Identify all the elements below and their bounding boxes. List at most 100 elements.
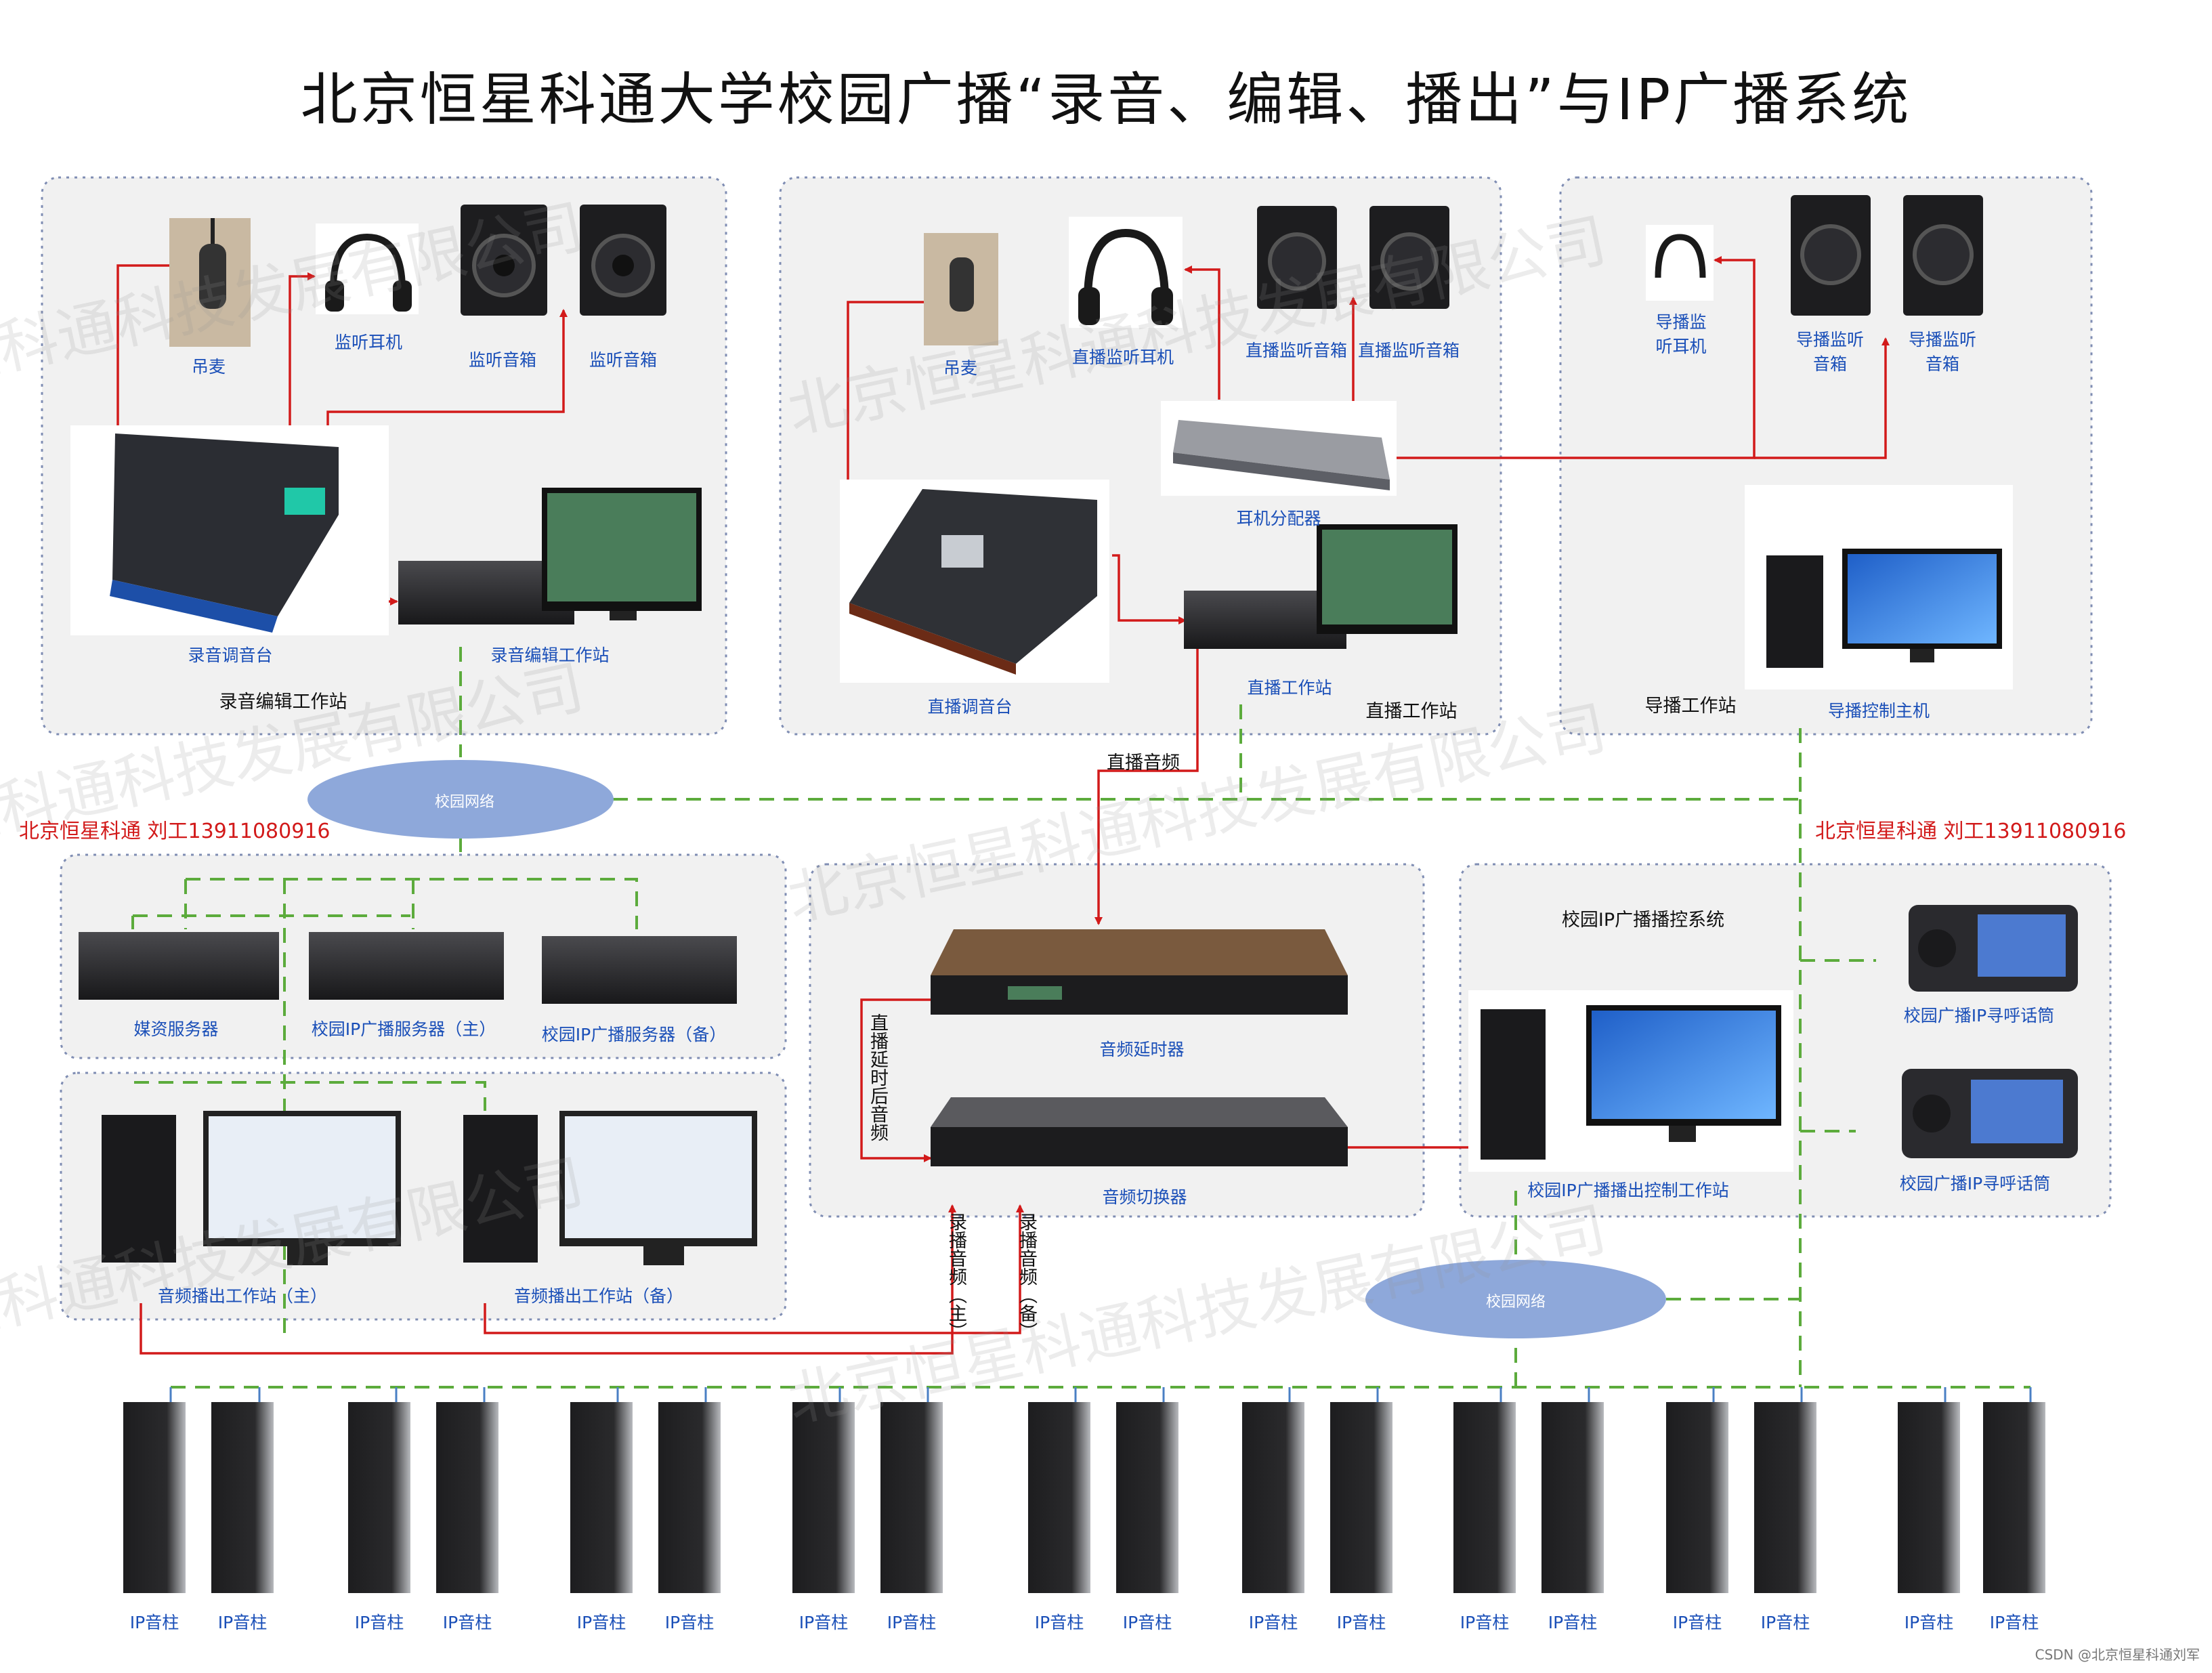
ip-server-backup-image (542, 936, 737, 1004)
section-director-title: 导播工作站 (1644, 696, 1737, 717)
label-audio-delay: 音频延时器 (1099, 1040, 1185, 1059)
label-monitor-headphone: 监听耳机 (334, 333, 403, 352)
speaker-18 (1983, 1402, 2045, 1593)
speaker-label-01: IP音柱 (129, 1613, 179, 1632)
speaker-02 (211, 1402, 274, 1593)
campus-network-cloud-1 (307, 760, 614, 839)
sig-live-mixer-to-ws (1112, 554, 1187, 624)
playout-main-image (102, 1111, 401, 1265)
label-director-host: 导播控制主机 (1827, 701, 1930, 721)
label-playout-backup: 音频播出工作站（备） (513, 1286, 684, 1306)
sig-delay-to-switch (860, 998, 932, 1162)
net-speaker-bus (171, 1323, 2030, 1389)
label-paging-mic-2: 校园广播IP寻呼话筒 (1899, 1174, 2051, 1193)
label-live-speaker-1: 直播监听音箱 (1245, 341, 1348, 360)
ip-control-ws-image (1468, 990, 1793, 1172)
director-host-image (1745, 485, 2013, 690)
label-rec-backup: 录播音频（备） (1016, 1212, 1037, 1340)
csdn-credit: CSDN @北京恒星科通刘军 (2035, 1647, 2200, 1663)
net-speaker-drops (169, 1387, 2032, 1402)
headphone-distributor-image (1161, 401, 1397, 496)
label-director-headphone: 导播监听耳机 (1655, 312, 1707, 356)
speaker-label-18: IP音柱 (1989, 1613, 2039, 1632)
sig-distributor-to-director-spk (1754, 337, 1890, 459)
label-ip-server-main: 校园IP广播服务器（主） (311, 1019, 496, 1039)
label-director-speaker-2: 导播监听音箱 (1909, 330, 1977, 374)
sig-mixer-to-headphone (289, 272, 316, 452)
speaker-16 (1754, 1402, 1816, 1593)
campus-network-cloud-2 (1365, 1260, 1666, 1338)
speaker-label-14: IP音柱 (1548, 1613, 1598, 1632)
label-live-audio: 直播音频 (1107, 753, 1180, 774)
net-paging (1800, 959, 1876, 1132)
section-live-title: 直播工作站 (1365, 701, 1458, 722)
audio-switcher-image (931, 1097, 1348, 1166)
live-workstation-image (1184, 524, 1458, 649)
label-boom-mic-1: 吊麦 (191, 357, 226, 377)
label-delayed-audio: 直播延时后音频 (867, 1013, 888, 1141)
page-title: 北京恒星科通大学校园广播“录音、编辑、播出”与IP广播系统 (300, 66, 1912, 133)
speaker-label-15: IP音柱 (1672, 1613, 1722, 1632)
label-rec-main: 录播音频（主） (945, 1212, 966, 1340)
speaker-03 (348, 1402, 410, 1593)
speaker-12 (1330, 1402, 1392, 1593)
label-live-speaker-2: 直播监听音箱 (1357, 341, 1460, 360)
monitor-speaker-2-image (580, 205, 666, 316)
director-speaker-2-image (1903, 195, 1983, 316)
label-audio-switcher: 音频切换器 (1102, 1187, 1187, 1207)
speaker-13 (1453, 1402, 1516, 1593)
ip-server-main-image (309, 932, 504, 1000)
boom-mic-2-image (924, 233, 998, 345)
speaker-label-05: IP音柱 (576, 1613, 626, 1632)
monitor-speaker-1-image (461, 205, 547, 316)
section-recording-title: 录音编辑工作站 (219, 692, 347, 713)
sig-distributor-to-director-hp (1391, 256, 1756, 459)
boom-mic-1-image (169, 218, 251, 347)
sig-playout-backup-to-switch (484, 1204, 1024, 1334)
speaker-07 (792, 1402, 855, 1593)
label-paging-mic-1: 校园广播IP寻呼话筒 (1903, 1006, 2055, 1025)
label-recording-mixer: 录音调音台 (188, 645, 273, 665)
label-live-workstation: 直播工作站 (1247, 678, 1332, 698)
sig-live-audio-to-delay (1094, 643, 1199, 925)
recording-mixer-image (70, 425, 389, 635)
headphone-1-image (316, 224, 419, 314)
paging-mic-1-image (1909, 905, 2078, 992)
speaker-10 (1116, 1402, 1178, 1593)
live-mixer-image (840, 480, 1109, 683)
speaker-label-02: IP音柱 (217, 1613, 268, 1632)
speaker-05 (570, 1402, 633, 1593)
speaker-label-08: IP音柱 (887, 1613, 937, 1632)
contact-left: 北京恒星科通 刘工13911080916 (19, 820, 331, 843)
speaker-01 (123, 1402, 186, 1593)
net-servers-bus (131, 878, 638, 1341)
director-speaker-1-image (1791, 195, 1871, 316)
recording-workstation-image (398, 488, 702, 624)
label-boom-mic-2: 吊麦 (943, 358, 978, 378)
sig-distributor-to-headphone (1184, 266, 1220, 400)
playout-backup-image (463, 1111, 757, 1265)
speaker-label-06: IP音柱 (664, 1613, 715, 1632)
column-speakers (123, 1402, 2045, 1593)
headphone-3-image (1646, 225, 1714, 301)
live-speaker-2-image (1369, 206, 1449, 309)
label-media-server: 媒资服务器 (133, 1019, 219, 1039)
sig-playout-main-to-switch (140, 1204, 956, 1355)
speaker-label-12: IP音柱 (1336, 1613, 1386, 1632)
label-headphone-distributor: 耳机分配器 (1236, 509, 1321, 528)
label-live-headphone: 直播监听耳机 (1071, 347, 1174, 367)
label-playout-main: 音频播出工作站（主） (157, 1286, 328, 1306)
label-monitor-speaker-2: 监听音箱 (589, 350, 658, 370)
speaker-15 (1666, 1402, 1728, 1593)
speaker-label-07: IP音柱 (799, 1613, 849, 1632)
label-recording-workstation: 录音编辑工作站 (490, 645, 610, 665)
label-monitor-speaker-1: 监听音箱 (468, 350, 537, 370)
label-live-mixer: 直播调音台 (927, 697, 1013, 717)
audio-delay-image (931, 929, 1348, 1015)
speaker-11 (1242, 1402, 1304, 1593)
speaker-14 (1541, 1402, 1604, 1593)
speaker-label-10: IP音柱 (1122, 1613, 1172, 1632)
label-director-speaker-1: 导播监听音箱 (1796, 330, 1865, 374)
